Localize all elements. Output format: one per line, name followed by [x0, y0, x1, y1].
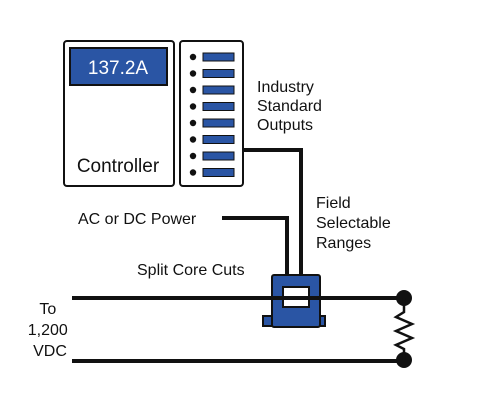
voltage-label: To 1,200 VDC	[28, 301, 73, 360]
outputs-label-line-1: Industry	[257, 79, 314, 96]
terminal-row	[189, 85, 235, 95]
sensor-label: Split Core Cuts	[137, 262, 245, 279]
terminal-dot	[189, 136, 197, 143]
terminal-dot	[189, 70, 197, 77]
terminal-block-icon	[179, 40, 244, 187]
ranges-label-line-1: Field	[316, 195, 351, 212]
terminal-bar	[202, 118, 235, 128]
power-wire	[222, 216, 289, 278]
terminal-dot	[189, 86, 197, 94]
controller-display	[69, 47, 168, 86]
voltage-label-line-1: To	[39, 301, 56, 318]
terminal-dot	[189, 103, 197, 110]
outputs-label-line-2: Standard	[257, 98, 322, 115]
terminal-bar	[202, 135, 235, 144]
terminal-row	[189, 102, 235, 111]
terminal-row	[189, 135, 235, 144]
terminal-bar	[202, 85, 235, 95]
terminal-dot	[189, 53, 197, 61]
terminal-row	[189, 151, 235, 161]
split-core-sensor-icon	[262, 274, 330, 328]
outputs-label-line-3: Outputs	[257, 117, 313, 134]
ranges-label: Field Selectable Ranges	[316, 195, 395, 252]
controller-unit: 137.2A Controller	[63, 40, 175, 187]
terminal-bar	[202, 168, 235, 177]
outputs-label: Industry Standard Outputs	[257, 79, 326, 134]
ranges-label-line-2: Selectable	[316, 215, 391, 232]
controller-label: Controller	[77, 156, 160, 177]
output-signal-wire	[243, 148, 303, 278]
controller-display-value: 137.2A	[88, 58, 149, 79]
terminal-bar	[202, 151, 235, 161]
terminal-dot	[189, 119, 197, 127]
terminal-row	[189, 168, 235, 177]
terminal-bar	[202, 52, 235, 62]
voltage-label-line-2: 1,200	[28, 322, 68, 339]
terminal-row	[189, 52, 235, 62]
terminal-dot	[189, 152, 197, 160]
power-label: AC or DC Power	[78, 211, 197, 228]
ranges-label-line-3: Ranges	[316, 235, 371, 252]
terminal-block-housing	[179, 40, 244, 187]
terminal-dot	[189, 169, 197, 176]
terminal-rows	[189, 52, 235, 177]
voltage-label-line-3: VDC	[33, 343, 67, 360]
terminal-row	[189, 118, 235, 128]
terminal-bar	[202, 69, 235, 78]
resistor-icon	[392, 298, 416, 360]
terminal-row	[189, 69, 235, 78]
terminal-bar	[202, 102, 235, 111]
